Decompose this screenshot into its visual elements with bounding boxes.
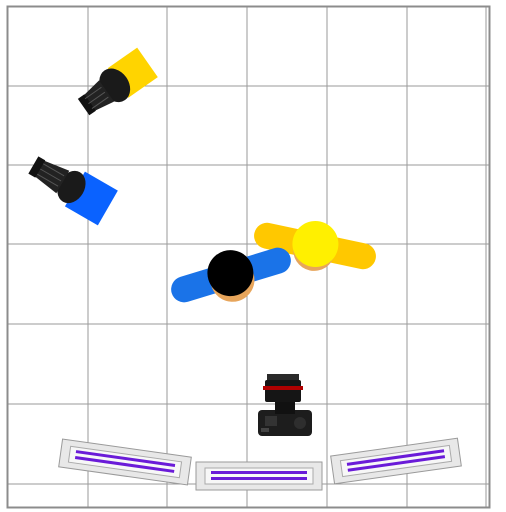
tube-light-icon xyxy=(196,462,322,490)
camera xyxy=(258,374,312,436)
dslr-camera-icon xyxy=(258,374,312,436)
purple-tube-right xyxy=(331,438,462,484)
tube-light-icon xyxy=(331,438,462,484)
purple-tube-center xyxy=(196,462,322,490)
rim-light xyxy=(23,148,117,226)
purple-tube-left xyxy=(59,439,192,485)
studio-light-icon xyxy=(23,148,117,226)
studio-light-icon xyxy=(73,48,158,122)
key-light xyxy=(73,48,158,122)
tube-light-icon xyxy=(59,439,192,485)
